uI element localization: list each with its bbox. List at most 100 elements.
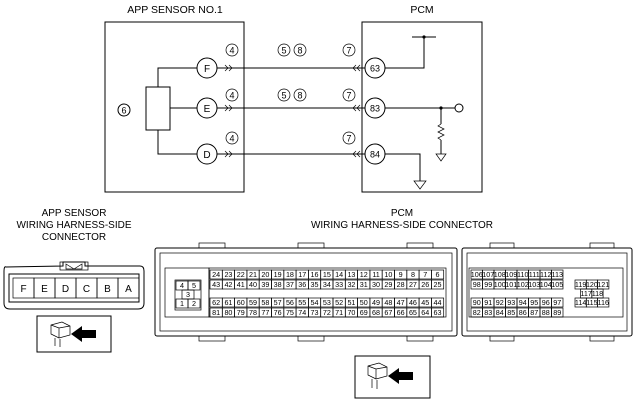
pcm-pin-10: 10 xyxy=(384,270,392,279)
pcm-pin-22: 22 xyxy=(237,270,245,279)
pcm-pin-30: 30 xyxy=(372,280,380,289)
pcm-pin-82: 82 xyxy=(473,308,481,317)
pcm-pin-103: 103 xyxy=(528,280,540,289)
pcm-pin-54: 54 xyxy=(311,298,319,307)
pcm-pin-25: 25 xyxy=(434,280,442,289)
pcm-pin-112: 112 xyxy=(540,270,551,279)
pcm-pin-94: 94 xyxy=(519,298,527,307)
pcm-pin-36: 36 xyxy=(298,280,306,289)
pcm-pin-35: 35 xyxy=(311,280,319,289)
pcm-pin-3: 3 xyxy=(186,290,190,299)
pcm-pin-105: 105 xyxy=(551,280,563,289)
pcm-pin-106: 106 xyxy=(471,270,483,279)
sensor-label: APP SENSOR NO.1 xyxy=(127,4,223,16)
pcm-pin-80: 80 xyxy=(224,308,232,317)
sensor-connector-title-2: WIRING HARNESS-SIDE xyxy=(16,220,131,231)
pcm-pin-62: 62 xyxy=(212,298,220,307)
pcm-pin-46: 46 xyxy=(409,298,417,307)
sensor-connector-title-3: CONNECTOR xyxy=(42,232,106,243)
pcm-pin-79: 79 xyxy=(237,308,245,317)
pcm-pin-28: 28 xyxy=(397,280,405,289)
wire-markers: 4 5 8 7 4 5 8 7 4 7 xyxy=(225,43,356,145)
pcm-connector-marks xyxy=(352,64,361,158)
pcm-pin-55: 55 xyxy=(298,298,306,307)
pcm-pin-116: 116 xyxy=(598,298,609,307)
pcm-pin-45: 45 xyxy=(421,298,429,307)
pcm-pin-39: 39 xyxy=(261,280,269,289)
pcm-pin-63: 63 xyxy=(434,308,442,317)
pcm-pin-31: 31 xyxy=(360,280,368,289)
pcm-pin-87: 87 xyxy=(530,308,538,317)
pcm-pin-6: 6 xyxy=(436,270,440,279)
pcm-pin-27: 27 xyxy=(409,280,417,289)
pcm-pin-97: 97 xyxy=(553,298,561,307)
svg-text:7: 7 xyxy=(346,134,351,144)
sensor-pin-E: E xyxy=(41,284,48,295)
pcm-pin-121: 121 xyxy=(597,280,609,289)
pcm-pin-7: 7 xyxy=(423,270,427,279)
pcm-pin-42: 42 xyxy=(224,280,232,289)
pcm-pin-44: 44 xyxy=(434,298,442,307)
pcm-pin-107: 107 xyxy=(482,270,494,279)
pcm-connector-title-2: WIRING HARNESS-SIDE CONNECTOR xyxy=(311,220,493,231)
pcm-pin-53: 53 xyxy=(323,298,331,307)
sensor-wire-bottom xyxy=(157,130,197,155)
svg-text:7: 7 xyxy=(346,46,351,56)
pcm-pin-29: 29 xyxy=(384,280,392,289)
sensor-pin-A: A xyxy=(125,284,132,295)
pcm-pin-90: 90 xyxy=(473,298,481,307)
pcm-pin-118: 118 xyxy=(592,289,603,298)
pcm-pin-117: 117 xyxy=(580,289,591,298)
pcm-pin-5: 5 xyxy=(192,281,196,290)
pcm-pin-34: 34 xyxy=(323,280,331,289)
pcm-pin-64: 64 xyxy=(421,308,429,317)
pcm-pin-101: 101 xyxy=(505,280,517,289)
pcm-pin-111: 111 xyxy=(529,270,540,279)
pcm-pin-14: 14 xyxy=(335,270,343,279)
svg-text:8: 8 xyxy=(297,46,302,56)
pcm-pin-73: 73 xyxy=(311,308,319,317)
pcm-pin-88: 88 xyxy=(542,308,550,317)
pcm-pin-95: 95 xyxy=(530,298,538,307)
pcm-pin-108: 108 xyxy=(494,270,506,279)
pcm-pin-84: 84 xyxy=(496,308,504,317)
pcm-pin-58: 58 xyxy=(261,298,269,307)
sensor-pin-F: F xyxy=(20,284,26,295)
pcm-pin-21: 21 xyxy=(249,270,257,279)
pcm-pin-100: 100 xyxy=(494,280,506,289)
pcm-pin-65: 65 xyxy=(409,308,417,317)
svg-text:4: 4 xyxy=(229,91,234,101)
svg-text:8: 8 xyxy=(297,91,302,101)
pcm-pin-56: 56 xyxy=(286,298,294,307)
pcm-pin-8: 8 xyxy=(411,270,415,279)
svg-text:4: 4 xyxy=(229,134,234,144)
sensor-view-icon xyxy=(36,315,112,353)
pcm-pin-104: 104 xyxy=(540,280,552,289)
pcm-pin-23: 23 xyxy=(224,270,232,279)
pcm-pin-68: 68 xyxy=(372,308,380,317)
pcm-pin-20: 20 xyxy=(261,270,269,279)
pcm-pin-78: 78 xyxy=(249,308,257,317)
svg-text:5: 5 xyxy=(281,46,286,56)
pcm-pin-69: 69 xyxy=(360,308,368,317)
terminal-F-label: F xyxy=(204,64,210,75)
terminal-84-label: 84 xyxy=(370,150,380,160)
sensor-box xyxy=(104,21,245,193)
pcm-pin-16: 16 xyxy=(311,270,319,279)
pcm-pin-41: 41 xyxy=(237,280,245,289)
pcm-pin-74: 74 xyxy=(298,308,306,317)
sensor-pin-D: D xyxy=(62,284,69,295)
sensor-pin-B: B xyxy=(104,284,111,295)
pcm-pin-59: 59 xyxy=(249,298,257,307)
pcm-pin-81: 81 xyxy=(212,308,220,317)
pcm-pin-17: 17 xyxy=(298,270,306,279)
pcm-label: PCM xyxy=(410,4,433,16)
pcm-pin-99: 99 xyxy=(484,280,492,289)
pcm-pin-76: 76 xyxy=(274,308,282,317)
pcm-pin-24: 24 xyxy=(212,270,220,279)
sensor-pin-C: C xyxy=(83,284,90,295)
pcm-pin-18: 18 xyxy=(286,270,294,279)
pcm-pin-93: 93 xyxy=(507,298,515,307)
